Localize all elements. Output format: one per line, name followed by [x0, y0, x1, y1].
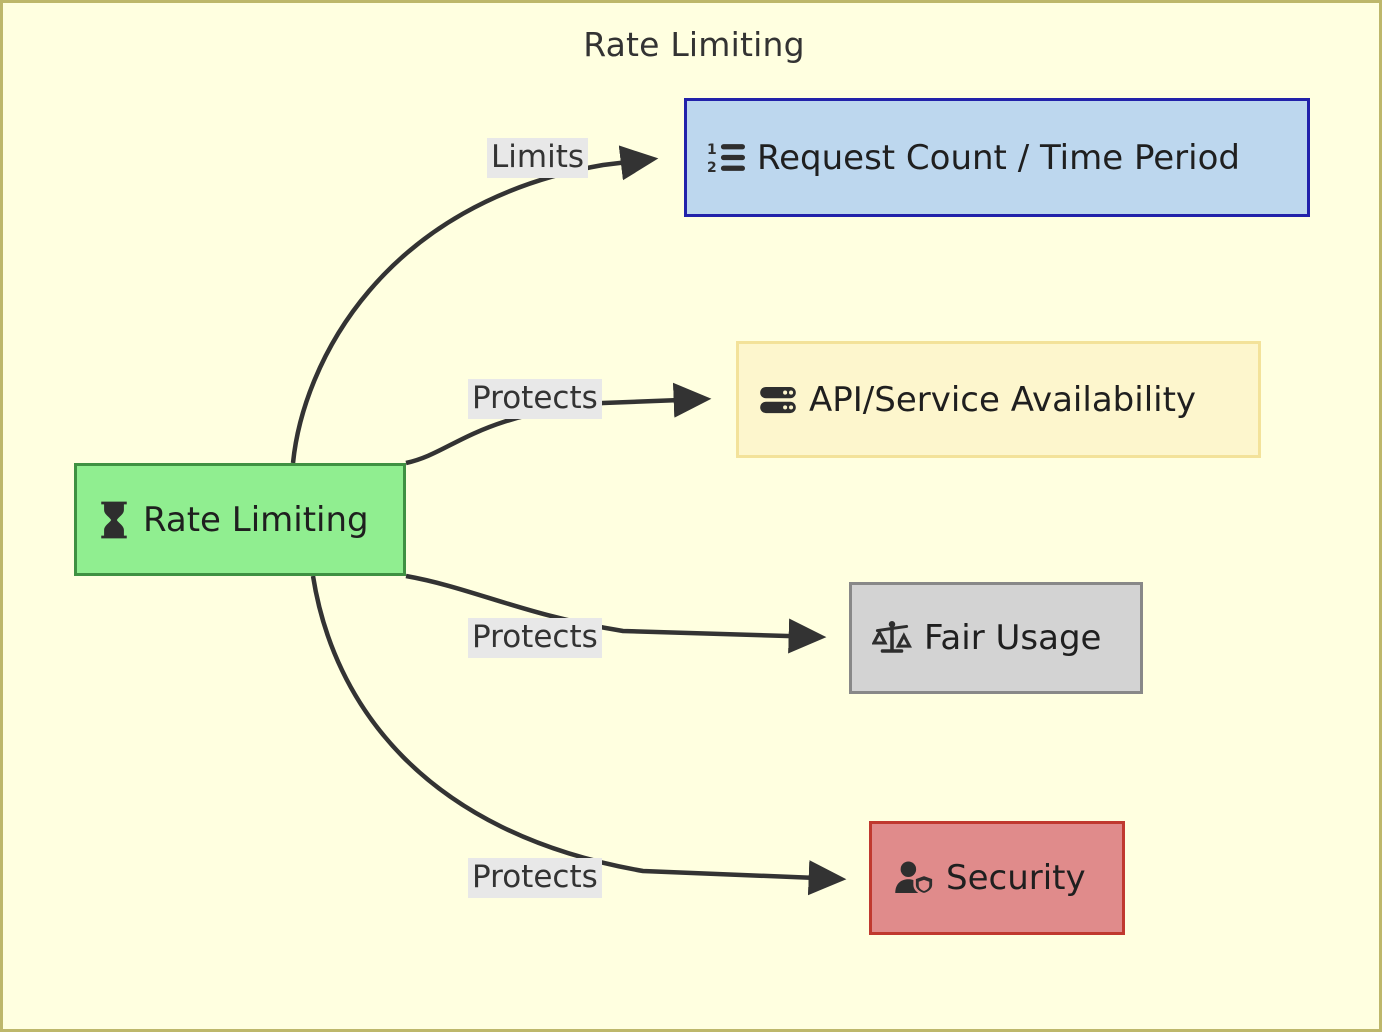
- user-shield-icon: [894, 860, 934, 896]
- svg-text:2: 2: [707, 159, 717, 175]
- hourglass-icon: [97, 500, 131, 540]
- svg-text:1: 1: [707, 142, 717, 158]
- server-icon: [759, 384, 797, 416]
- edge-label-security: Protects: [468, 858, 602, 898]
- edge-label-api-availability: Protects: [468, 379, 602, 419]
- node-rate-limiting[interactable]: Rate Limiting: [74, 463, 406, 576]
- numbered-list-icon: 1 2: [707, 140, 745, 176]
- node-api-service-availability[interactable]: API/Service Availability: [736, 341, 1261, 458]
- edge-label-fair-usage: Protects: [468, 618, 602, 658]
- diagram-title: Rate Limiting: [583, 25, 805, 64]
- node-label: API/Service Availability: [809, 379, 1197, 420]
- balance-scale-icon: [872, 619, 912, 657]
- node-label: Fair Usage: [924, 618, 1102, 658]
- node-security[interactable]: Security: [869, 821, 1125, 935]
- node-label: Request Count / Time Period: [757, 137, 1240, 178]
- edge-label-limits: Limits: [487, 138, 588, 178]
- node-label: Rate Limiting: [143, 499, 369, 540]
- node-label: Security: [946, 858, 1086, 898]
- node-fair-usage[interactable]: Fair Usage: [849, 582, 1143, 694]
- node-request-count-time-period[interactable]: 1 2 Request Count / Time Period: [684, 98, 1310, 217]
